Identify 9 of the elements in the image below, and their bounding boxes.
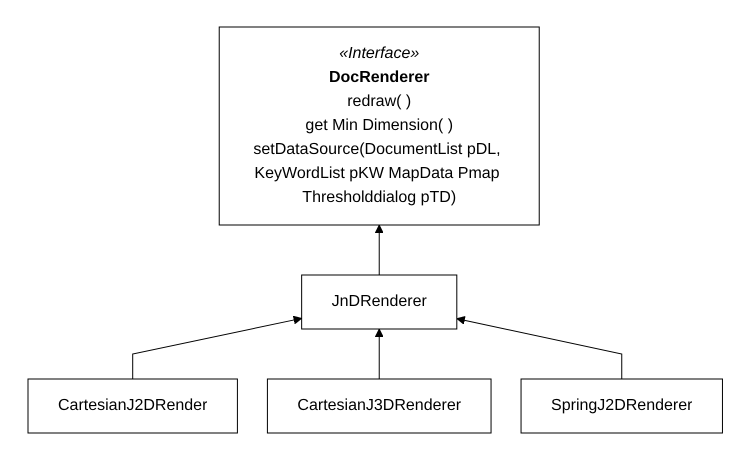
arrow bbox=[132, 315, 302, 379]
arrow bbox=[375, 224, 384, 275]
arrow bbox=[375, 328, 384, 379]
arrow bbox=[456, 316, 623, 379]
node-box: JnDRenderer bbox=[301, 274, 458, 329]
node-box: CartesianJ3DRenderer bbox=[267, 378, 492, 433]
node-box: SpringJ2DRenderer bbox=[520, 378, 724, 433]
node-box: CartesianJ2DRender bbox=[28, 378, 238, 433]
node-box: «Interface» DocRenderer redraw( ) get Min Dimension( ) setDataSource(DocumentList pDL, KeyWordList pKW MapData Pmap Thresholddialog pTD) bbox=[219, 26, 540, 225]
